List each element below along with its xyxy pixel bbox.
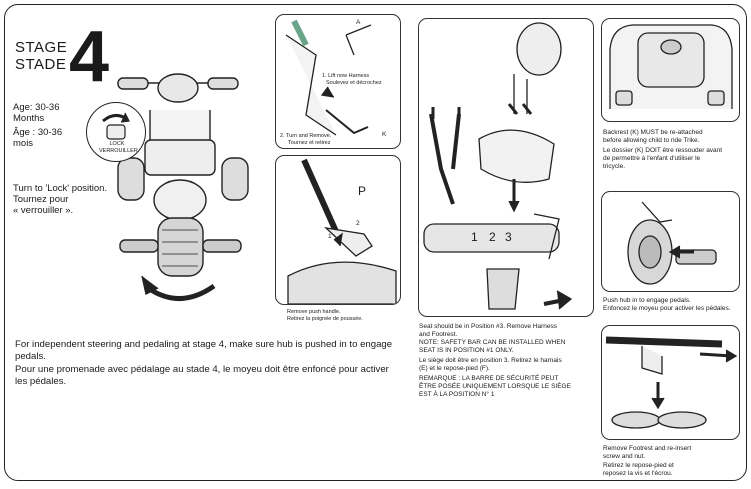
seat-note-fr-1: REMARQUE : LA BARRE DE SÉCURITÉ PEUT xyxy=(419,375,559,382)
footrest-drawing xyxy=(605,336,738,429)
seat-caption-en-1: Seat should be in Position #3. Remove Ha… xyxy=(419,323,558,330)
age-fr-line2: mois xyxy=(13,138,34,149)
tricycle-drawing xyxy=(117,73,249,301)
lock-instruction-en: Turn to 'Lock' position. xyxy=(13,183,108,194)
backrest-en-1: Backrest (K) MUST be re-attached xyxy=(603,129,703,136)
push-handle-caption-en: Remove push handle. xyxy=(287,309,341,315)
lock-label: LOCK VERROUILLER xyxy=(99,141,138,154)
age-en-line1: Age: 30-36 xyxy=(13,102,60,113)
hub-en: Push hub in to engage pedals. xyxy=(603,297,691,304)
stage-word-fr: STADE xyxy=(15,56,67,73)
push-handle-drawing xyxy=(287,158,397,304)
letter-a: A xyxy=(356,19,361,26)
tricycle-illustration: LOCK VERROUILLER xyxy=(86,70,270,315)
backrest-fr-2: de permettre à l'enfant d'utiliser le xyxy=(603,155,701,162)
seat-caption-fr-1: Le siège doit être en position 3. Retire… xyxy=(419,357,562,364)
age-en-line2: Months xyxy=(13,113,45,124)
stage-word-en: STAGE xyxy=(15,39,68,56)
panel-harness: A 1. Lift now Harness Soulevez et décroc… xyxy=(275,14,401,149)
lock-detail-circle: LOCK VERROUILLER xyxy=(86,102,146,162)
seat-pos-3: 3 xyxy=(505,230,512,244)
letter-p: P xyxy=(358,184,367,198)
step1-fr: Soulevez et décrochez xyxy=(326,80,382,86)
stage-number: 4 xyxy=(69,17,110,97)
seat-drawing xyxy=(423,22,573,310)
panel-hub xyxy=(601,191,740,292)
step-n2: 2 xyxy=(356,220,360,227)
backrest-en-2: before allowing child to ride Trike. xyxy=(603,137,700,144)
seat-note-fr-2: ÊTRE POSÉE UNIQUEMENT LORSQUE LE SIÈGE xyxy=(419,383,571,390)
hub-drawing xyxy=(627,201,717,285)
step1-en: 1. Lift now Harness xyxy=(322,73,370,79)
backrest-drawing xyxy=(609,24,733,109)
panel-seat-position: 1 2 3 xyxy=(418,18,594,317)
lock-instruction-fr-2: « verrouiller ». xyxy=(13,205,74,216)
seat-pos-1: 1 xyxy=(471,230,478,244)
seat-note-en-1: NOTE: SAFETY BAR CAN BE INSTALLED WHEN xyxy=(419,339,566,346)
seat-caption-en-2: and Footrest. xyxy=(419,331,458,338)
backrest-fr-1: Le dossier (K) DOIT être ressouder avant xyxy=(603,147,723,154)
instruction-page: STAGE STADE 4 Age: 30-36 Months Âge : 30… xyxy=(4,4,747,481)
age-fr-line1: Âge : 30-36 xyxy=(13,127,63,138)
main-text-en-2: pedals. xyxy=(15,351,46,362)
panel-push-handle: P 1 2 xyxy=(275,155,401,305)
panel-footrest xyxy=(601,325,740,440)
harness-drawing xyxy=(285,19,372,136)
seat-note-en-2: SEAT IS IN POSITION #1 ONLY. xyxy=(419,347,514,354)
backrest-fr-3: tricycle. xyxy=(603,163,626,170)
footrest-fr-1: Retirez le repose-pied et xyxy=(603,462,674,469)
push-handle-caption-fr: Retirez la poignée de poussée. xyxy=(287,316,363,322)
footrest-fr-2: reposez la vis et l'écrou. xyxy=(603,470,673,477)
step2-fr: Tournez et retirez xyxy=(288,140,331,146)
seat-note-fr-3: EST À LA POSITION N° 1 xyxy=(419,391,495,398)
panel-backrest xyxy=(601,18,740,122)
main-text-fr-1: Pour une promenade avec pédalage au stad… xyxy=(15,364,389,375)
letter-k: K xyxy=(382,131,387,138)
seat-pos-2: 2 xyxy=(489,230,496,244)
seat-caption-fr-2: (E) et le repose-pied (F). xyxy=(419,365,490,372)
lock-icon xyxy=(102,112,130,140)
step-n1: 1 xyxy=(328,233,332,240)
footrest-en-1: Remove Footrest and re-insert xyxy=(603,445,692,452)
footrest-en-2: screw and nut. xyxy=(603,453,646,460)
lock-instruction-fr-1: Tournez pour xyxy=(13,194,69,205)
main-text-fr-2: les pédales. xyxy=(15,376,67,387)
main-text-en-1: For independent steering and pedaling at… xyxy=(15,339,393,350)
step2-en: 2. Turn and Remove. xyxy=(280,133,332,139)
hub-fr: Enfoncez le moyeu pour activer les pédal… xyxy=(603,305,731,312)
